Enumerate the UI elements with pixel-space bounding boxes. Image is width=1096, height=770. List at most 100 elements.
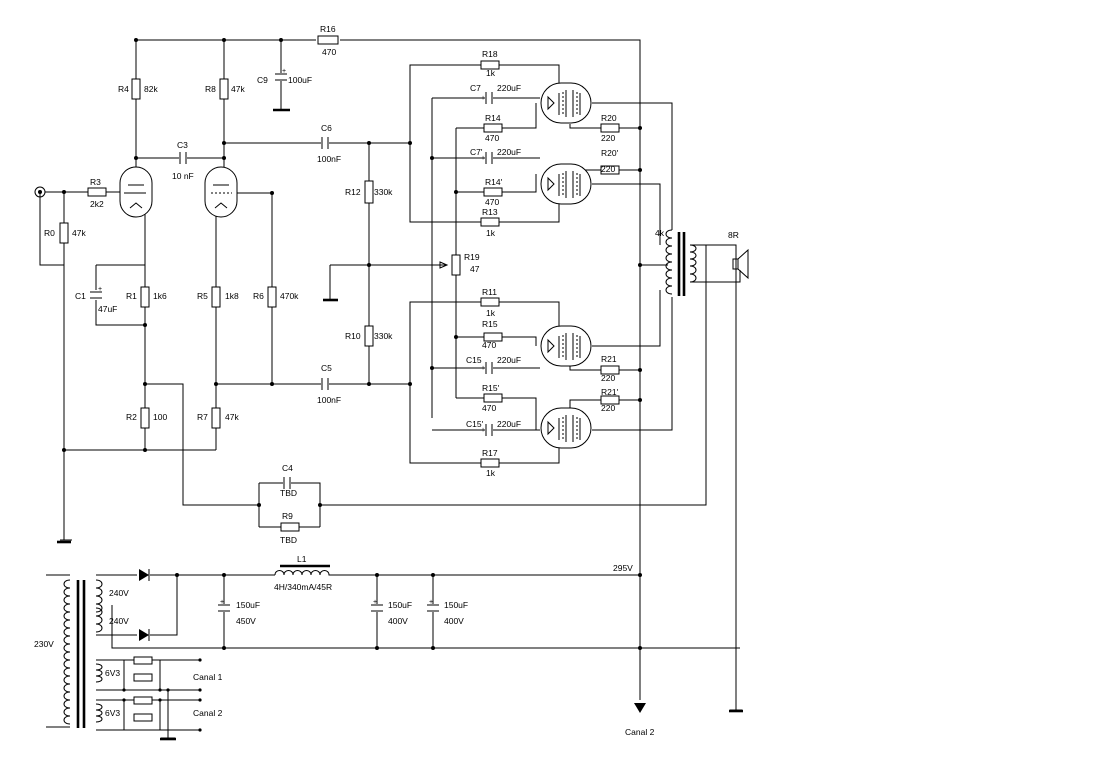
resistor-R1 (140, 286, 150, 308)
svg-text:+: + (98, 286, 102, 293)
label-R16-value: 470 (322, 47, 336, 57)
svg-text:+: + (373, 599, 377, 606)
label-R14-ref: R14 (485, 113, 501, 123)
label-R15-value: 470 (482, 340, 496, 350)
diode-top-icon (139, 569, 150, 581)
label-C15p-value: 220uF (497, 419, 521, 429)
label-R12-value: 330k (374, 187, 393, 197)
label-C5-ref: C5 (321, 363, 332, 373)
label-canal2-heater: Canal 2 (193, 708, 223, 718)
label-C4-ref: C4 (282, 463, 293, 473)
label-R15-ref: R15 (482, 319, 498, 329)
label-C15-value: 220uF (497, 355, 521, 365)
resistor-R12 (364, 180, 374, 204)
label-R19-ref: R19 (464, 252, 480, 262)
resistor-R14p (483, 187, 503, 197)
resistor-R3 (87, 187, 107, 197)
label-R18-ref: R18 (482, 49, 498, 59)
label-cap2-value: 150uF (388, 600, 412, 610)
capacitor-C5 (321, 378, 329, 390)
label-R1-value: 1k6 (153, 291, 167, 301)
svg-text:+: + (220, 599, 224, 606)
label-sec-hv-top: 240V (109, 588, 129, 598)
label-R21-value: 220 (601, 373, 615, 383)
capacitors (90, 73, 493, 612)
label-R13-ref: R13 (482, 207, 498, 217)
resistor-R17 (480, 458, 500, 468)
label-C6-ref: C6 (321, 123, 332, 133)
output-tube-4 (540, 407, 592, 449)
label-heater-2: 6V3 (105, 708, 120, 718)
capacitor-psu1 (218, 604, 230, 612)
label-R4-ref: R4 (118, 84, 129, 94)
label-mains: 230V (34, 639, 54, 649)
resistor-R5 (211, 286, 221, 308)
output-tube-3 (540, 325, 592, 367)
label-C4-value: TBD (280, 488, 297, 498)
label-R21p-ref: R21' (601, 387, 619, 397)
resistor-R18 (480, 60, 500, 70)
label-C6-value: 100nF (317, 154, 341, 164)
label-R8-ref: R8 (205, 84, 216, 94)
label-R4-value: 82k (144, 84, 158, 94)
label-R15p-value: 470 (482, 403, 496, 413)
label-R21p-value: 220 (601, 403, 615, 413)
label-R6-value: 470k (280, 291, 299, 301)
svg-text:+: + (481, 427, 485, 434)
label-R14-value: 470 (485, 133, 499, 143)
capacitor-C3 (179, 152, 187, 164)
resistor-R4 (131, 78, 141, 100)
resistor-R6 (267, 286, 277, 308)
diode-bottom-icon (139, 629, 150, 641)
ground-icon (57, 108, 743, 741)
choke-L1 (274, 564, 333, 576)
label-R7-ref: R7 (197, 412, 208, 422)
label-R9-value: TBD (280, 535, 297, 545)
svg-text:+: + (481, 365, 485, 372)
resistor-R19 (451, 254, 461, 276)
tube-v2 (204, 166, 238, 218)
label-R11-ref: R11 (482, 287, 497, 297)
junction-dots (62, 38, 642, 732)
label-C7p-ref: C7' (470, 147, 483, 157)
label-R12-ref: R12 (345, 187, 361, 197)
label-R11-value: 1k (486, 308, 496, 318)
output-transformer (665, 229, 697, 296)
label-R10-ref: R10 (345, 331, 361, 341)
label-R2-ref: R2 (126, 412, 137, 422)
heater-resistors (133, 656, 153, 722)
resistor-R0 (59, 222, 69, 244)
label-C1-value: 47uF (98, 304, 117, 314)
resistor-R20p (600, 165, 620, 175)
power-transformer (46, 574, 103, 728)
input-jack (34, 186, 46, 198)
label-C15-ref: C15 (466, 355, 482, 365)
label-cap3-voltage: 400V (444, 616, 464, 626)
label-C5-value: 100nF (317, 395, 341, 405)
capacitor-C15 (485, 362, 493, 374)
label-C9-ref: C9 (257, 75, 268, 85)
label-C7-value: 220uF (497, 83, 521, 93)
label-R18-value: 1k (486, 68, 496, 78)
speaker-icon (732, 248, 749, 280)
canal2-arrow-icon (634, 703, 646, 713)
svg-text:+: + (481, 155, 485, 162)
output-tube-2 (540, 163, 592, 205)
label-R19-value: 47 (470, 264, 480, 274)
label-sec-hv-bottom: 240V (109, 616, 129, 626)
label-output-impedance: 4k (655, 228, 665, 238)
resistor-R21p (600, 395, 620, 405)
label-R21-ref: R21 (601, 354, 617, 364)
label-cap2-voltage: 400V (388, 616, 408, 626)
label-C3-ref: C3 (177, 140, 188, 150)
label-C7p-value: 220uF (497, 147, 521, 157)
label-canal2-out: Canal 2 (625, 727, 655, 737)
capacitor-C15p (485, 424, 493, 436)
capacitor-C9 (275, 73, 287, 81)
resistor-R10 (364, 325, 374, 347)
label-C3-value: 10 nF (172, 171, 194, 181)
resistor-R9 (280, 522, 300, 532)
resistor-R11 (480, 297, 500, 307)
label-R5-value: 1k8 (225, 291, 239, 301)
